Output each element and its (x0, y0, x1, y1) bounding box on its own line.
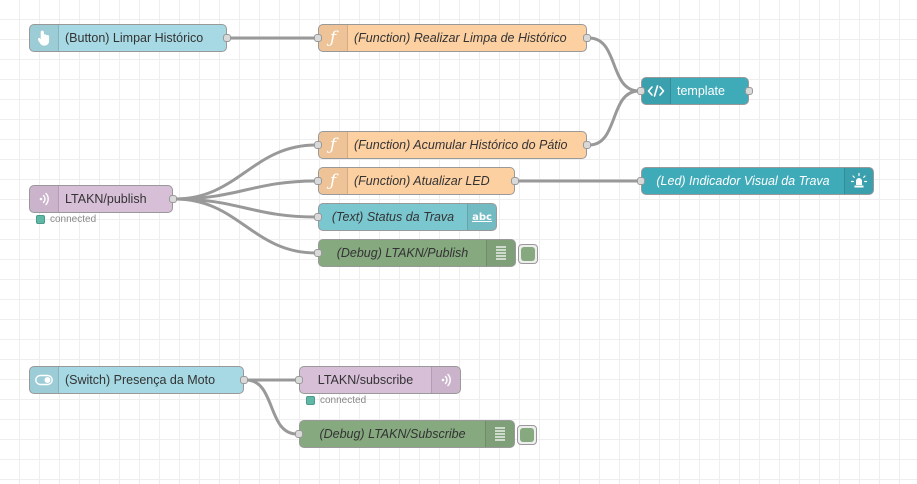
node-status-connected: connected (36, 214, 96, 225)
radio-waves-icon (431, 367, 460, 393)
wire-n5-n8[interactable] (174, 197, 317, 219)
input-port[interactable] (295, 430, 303, 438)
wire-n5-n6[interactable] (174, 179, 317, 201)
debug-toggle-indicator (520, 428, 534, 442)
function-icon: ƒ (319, 25, 348, 51)
node-led-indicador-visual[interactable]: (Led) Indicador Visual da Trava (637, 167, 874, 195)
output-port[interactable] (583, 34, 591, 42)
radio-waves-icon (30, 186, 59, 212)
input-port[interactable] (314, 141, 322, 149)
node-label: (Function) Atualizar LED (354, 174, 490, 188)
node-status-connected: connected (306, 395, 366, 406)
input-port[interactable] (314, 249, 322, 257)
output-port[interactable] (583, 141, 591, 149)
debug-toggle-button[interactable] (518, 244, 538, 264)
node-text-status-trava[interactable]: (Text) Status da Trava abc (314, 203, 497, 231)
node-label: (Button) Limpar Histórico (65, 31, 204, 45)
node-function-realizar-limpa[interactable]: ƒ (Function) Realizar Limpa de Histórico (314, 24, 591, 52)
node-template[interactable]: template (637, 77, 753, 105)
debug-toggle-indicator (521, 247, 535, 261)
input-port[interactable] (314, 34, 322, 42)
led-light-icon (844, 168, 873, 194)
input-port[interactable] (637, 177, 645, 185)
hand-pointer-icon (30, 25, 59, 51)
node-label: (Function) Acumular Histórico do Pátio (354, 138, 568, 152)
abc-icon-text: abc (472, 211, 492, 223)
list-lines-icon (485, 421, 514, 447)
output-port[interactable] (511, 177, 519, 185)
output-port[interactable] (745, 87, 753, 95)
node-function-acumular-historico[interactable]: ƒ (Function) Acumular Histórico do Pátio (314, 131, 591, 159)
node-switch-presenca-moto[interactable]: (Switch) Presença da Moto (29, 366, 248, 394)
node-label: LTAKN/publish (65, 192, 147, 206)
node-mqtt-out-ltakn-subscribe[interactable]: LTAKN/subscribe (295, 366, 461, 394)
status-dot (306, 396, 315, 405)
output-port[interactable] (240, 376, 248, 384)
code-icon (642, 78, 671, 104)
node-label: (Switch) Presença da Moto (65, 373, 216, 387)
wire-n10-n12[interactable] (245, 378, 298, 436)
status-text: connected (50, 214, 97, 225)
abc-icon: abc (467, 204, 496, 230)
output-port[interactable] (223, 34, 231, 42)
node-function-atualizar-led[interactable]: ƒ (Function) Atualizar LED (314, 167, 519, 195)
node-label: (Debug) LTAKN/Publish (336, 246, 469, 260)
node-label: (Led) Indicador Visual da Trava (656, 174, 830, 188)
node-label: (Debug) LTAKN/Subscribe (319, 427, 466, 441)
node-button-limpar-historico[interactable]: (Button) Limpar Histórico (29, 24, 231, 52)
node-label: LTAKN/subscribe (317, 373, 414, 387)
function-icon: ƒ (319, 168, 348, 194)
node-label: (Text) Status da Trava (331, 210, 455, 224)
input-port[interactable] (314, 213, 322, 221)
input-port[interactable] (637, 87, 645, 95)
wire-n5-n9[interactable] (174, 197, 317, 255)
toggle-switch-icon (30, 367, 59, 393)
node-label: (Function) Realizar Limpa de Histórico (354, 31, 567, 45)
debug-toggle-button[interactable] (517, 425, 537, 445)
status-text: connected (320, 395, 367, 406)
wire-n2-n3[interactable] (588, 36, 640, 93)
node-mqtt-in-ltakn-publish[interactable]: LTAKN/publish (29, 185, 177, 213)
node-label: template (677, 84, 725, 98)
status-dot (36, 215, 45, 224)
input-port[interactable] (314, 177, 322, 185)
function-icon: ƒ (319, 132, 348, 158)
input-port[interactable] (295, 376, 303, 384)
node-debug-ltakn-publish[interactable]: (Debug) LTAKN/Publish (314, 239, 538, 267)
output-port[interactable] (169, 195, 177, 203)
list-lines-icon (486, 240, 515, 266)
node-debug-ltakn-subscribe[interactable]: (Debug) LTAKN/Subscribe (295, 420, 537, 448)
wire-n4-n3[interactable] (588, 89, 640, 147)
wire-n5-n4[interactable] (174, 143, 317, 201)
